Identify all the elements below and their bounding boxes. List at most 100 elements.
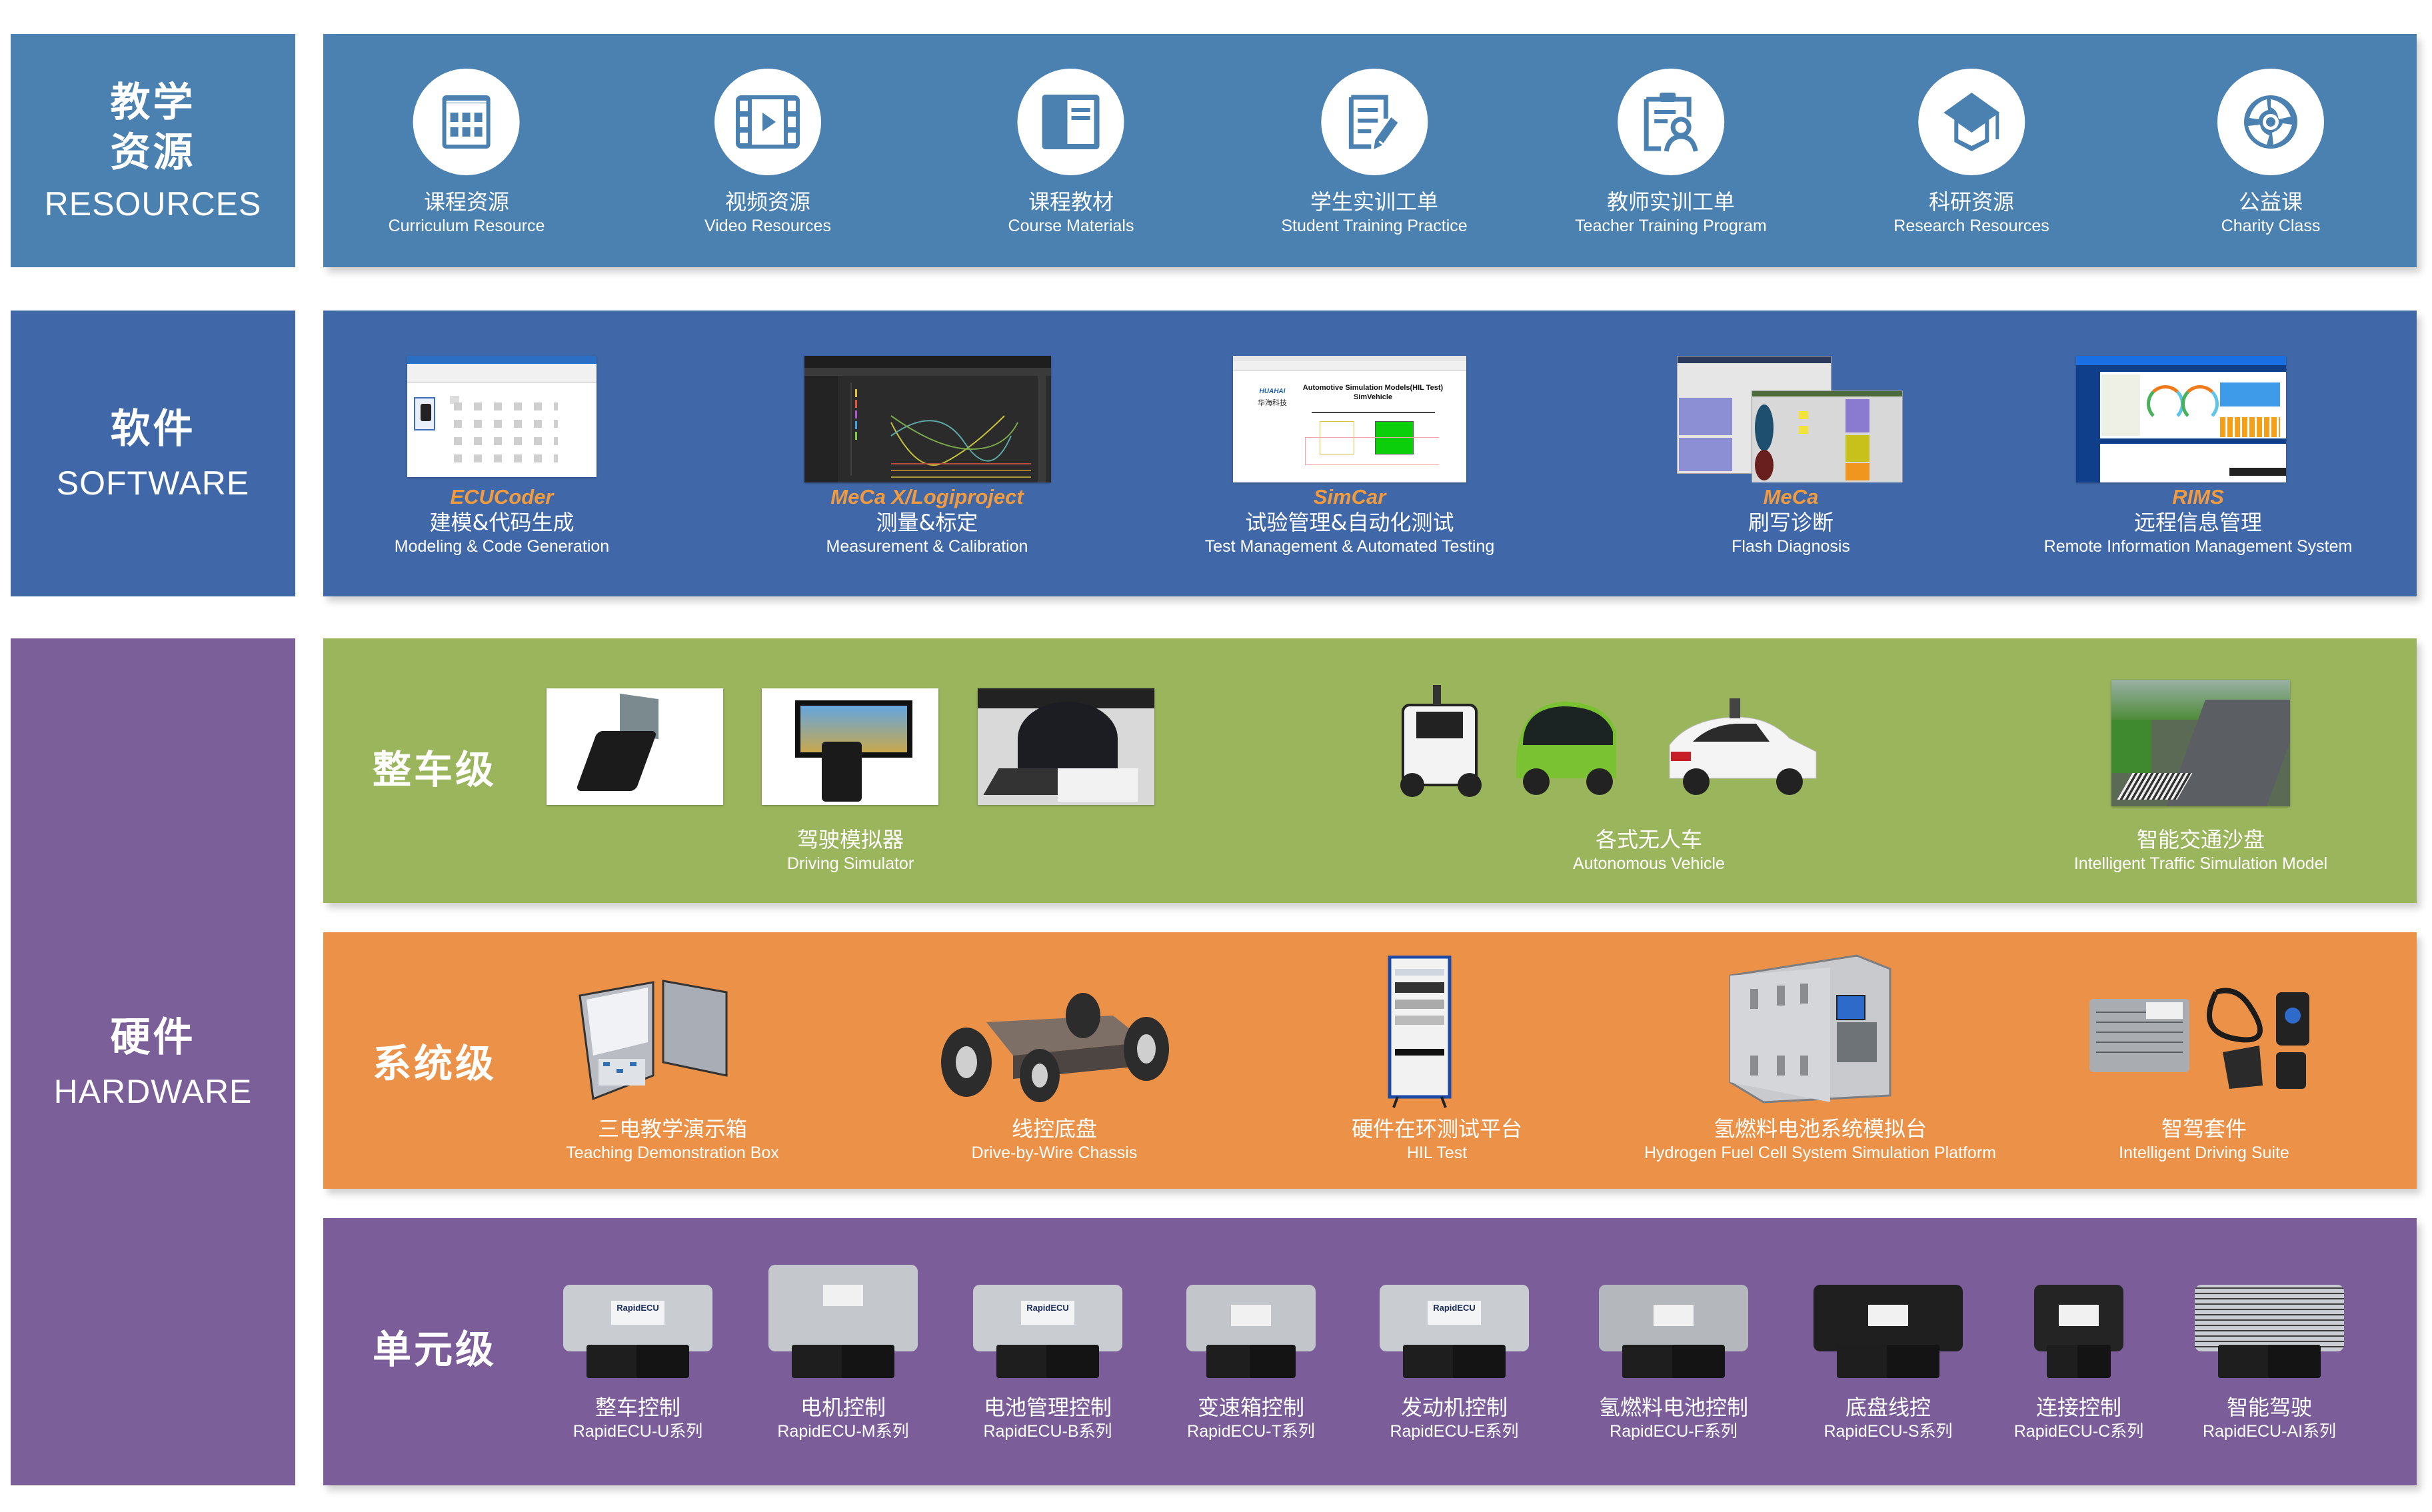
- vehicle-label-zh: 智能交通沙盘: [2136, 827, 2265, 852]
- vehicle-label-en: Intelligent Traffic Simulation Model: [2073, 854, 2328, 873]
- resource-label-en: Charity Class: [2221, 217, 2321, 235]
- resource-label-zh: 教师实训工单: [1606, 189, 1736, 215]
- system-item-hydrogen-fuel-cell[interactable]: 氢燃料电池系统模拟台 Hydrogen Fuel Cell System Sim…: [1644, 1116, 1996, 1163]
- category-resources-zh-line1: 教学: [110, 79, 196, 126]
- category-hardware-zh: 硬件: [110, 1014, 196, 1061]
- software-item-ecucoder[interactable]: ECUCoder 建模&代码生成 Modeling & Code Generat…: [395, 485, 609, 557]
- ecu-connectors: [587, 1345, 689, 1378]
- system-level-panel: 系统级: [323, 932, 2417, 1189]
- ecu-image: [2029, 1285, 2129, 1378]
- vehicle-item-driving-simulator[interactable]: 驾驶模拟器 Driving Simulator: [787, 826, 914, 874]
- simcar-screen-subtitle: SimVehicle: [1353, 393, 1393, 401]
- unit-label-en: RapidECU-AI系列: [2202, 1422, 2337, 1441]
- software-label-zh: 刷写诊断: [1748, 510, 1834, 535]
- resource-label-en: Teacher Training Program: [1575, 217, 1767, 235]
- ecucoder-screenshot: [407, 356, 597, 477]
- ecu-brand-label: RapidECU: [611, 1301, 664, 1325]
- software-label-zh: 建模&代码生成: [429, 510, 575, 535]
- system-label-zh: 三电教学演示箱: [597, 1116, 747, 1141]
- software-panel: HUAHAI 华海科技 Automotive Simulation Models…: [323, 311, 2417, 596]
- vehicle-item-autonomous-vehicle[interactable]: 各式无人车 Autonomous Vehicle: [1573, 826, 1725, 874]
- unit-label-zh: 连接控制: [2035, 1395, 2122, 1420]
- resource-item-course-materials[interactable]: 课程教材 Course Materials: [1008, 69, 1134, 237]
- resource-item-student-training[interactable]: 学生实训工单 Student Training Practice: [1281, 69, 1468, 237]
- driving-simulator-image-2: [762, 688, 938, 805]
- system-item-intelligent-driving-suite[interactable]: 智驾套件 Intelligent Driving Suite: [2119, 1116, 2289, 1163]
- autonomous-cart: [1400, 685, 1482, 797]
- software-brand: ECUCoder: [450, 485, 554, 508]
- unit-label-en: RapidECU-S系列: [1824, 1422, 1953, 1441]
- drive-by-wire-chassis-image: [941, 993, 1169, 1102]
- category-resources: 教学 资源 RESOURCES: [11, 34, 295, 267]
- category-software-zh: 软件: [110, 406, 196, 452]
- resource-item-charity[interactable]: 公益课 Charity Class: [2217, 69, 2324, 237]
- system-level-title: 系统级: [373, 1041, 497, 1086]
- system-label-en: Hydrogen Fuel Cell System Simulation Pla…: [1644, 1143, 1996, 1162]
- ecu-sticker: [1868, 1305, 1908, 1326]
- ecu-image: [1594, 1285, 1754, 1378]
- category-hardware: 硬件 HARDWARE: [11, 638, 295, 1485]
- software-brand: MeCa X/Logiproject: [830, 485, 1024, 508]
- vehicle-label-en: Driving Simulator: [786, 854, 914, 873]
- system-item-drive-by-wire-chassis[interactable]: 线控底盘 Drive-by-Wire Chassis: [972, 1116, 1138, 1163]
- simcar-screen-title: Automotive Simulation Models(HIL Test): [1302, 384, 1444, 392]
- calendar-grid-icon: [442, 95, 491, 149]
- resource-item-video[interactable]: 视频资源 Video Resources: [704, 69, 831, 237]
- software-item-rims[interactable]: RIMS 远程信息管理 Remote Information Managemen…: [2044, 485, 2353, 557]
- resource-item-curriculum[interactable]: 课程资源 Curriculum Resource: [389, 69, 545, 237]
- meca-x-screenshot: [804, 356, 1051, 482]
- system-item-teaching-demo-box[interactable]: 三电教学演示箱 Teaching Demonstration Box: [566, 1116, 779, 1163]
- vehicle-item-traffic-sandbox[interactable]: 智能交通沙盘 Intelligent Traffic Simulation Mo…: [2074, 826, 2327, 874]
- system-label-zh: 智驾套件: [2161, 1116, 2247, 1141]
- ecu-housing: [2195, 1285, 2344, 1351]
- ecu-image: RapidECU: [968, 1285, 1128, 1378]
- unit-label-zh: 发动机控制: [1400, 1395, 1508, 1420]
- ecu-image: [1808, 1285, 1968, 1378]
- resource-label-en: Curriculum Resource: [388, 217, 545, 235]
- unit-label-en: RapidECU-C系列: [2013, 1422, 2144, 1441]
- unit-label-en: RapidECU-M系列: [777, 1422, 909, 1441]
- resource-item-teacher-training[interactable]: 教师实训工单 Teacher Training Program: [1575, 69, 1767, 237]
- ecu-brand-label: RapidECU: [1021, 1301, 1074, 1325]
- ecu-housing: [768, 1265, 918, 1351]
- ecu-connectors: [2218, 1345, 2321, 1378]
- unit-label-zh: 变速箱控制: [1197, 1395, 1305, 1420]
- resource-label-zh: 视频资源: [724, 189, 810, 215]
- ecu-brand-label: RapidECU: [1428, 1301, 1481, 1325]
- software-item-simcar[interactable]: SimCar 试验管理&自动化测试 Test Management & Auto…: [1205, 485, 1495, 557]
- resource-label-en: Course Materials: [1008, 217, 1134, 235]
- software-item-meca-x[interactable]: MeCa X/Logiproject 测量&标定 Measurement & C…: [826, 485, 1028, 557]
- software-item-meca[interactable]: MeCa 刷写诊断 Flash Diagnosis: [1732, 485, 1850, 557]
- category-hardware-en: HARDWARE: [53, 1073, 253, 1110]
- resource-item-research[interactable]: 科研资源 Research Resources: [1893, 69, 2049, 237]
- software-label-zh: 测量&标定: [876, 510, 978, 535]
- software-label-zh: 试验管理&自动化测试: [1245, 510, 1454, 535]
- ecu-connectors: [1206, 1345, 1296, 1378]
- traffic-sandbox-image: [2111, 680, 2290, 806]
- ecu-sticker: [823, 1285, 863, 1306]
- meca-screenshot: [1677, 356, 1923, 482]
- ecu-image: RapidECU: [1374, 1285, 1534, 1378]
- system-item-hil-test[interactable]: 硬件在环测试平台 HIL Test: [1352, 1116, 1522, 1163]
- unit-label-zh: 整车控制: [595, 1395, 681, 1420]
- unit-item[interactable]: 连接控制 RapidECU-C系列: [2014, 1394, 2143, 1442]
- system-label-en: Drive-by-Wire Chassis: [971, 1143, 1138, 1162]
- resource-label-zh: 科研资源: [1928, 189, 2014, 215]
- software-label-zh: 远程信息管理: [2133, 510, 2262, 535]
- system-label-en: Intelligent Driving Suite: [2119, 1143, 2289, 1162]
- ecu-connectors: [2047, 1345, 2111, 1378]
- intelligent-driving-suite-image: [2089, 988, 2309, 1089]
- ecu-image: [1181, 1285, 1321, 1378]
- software-brand: MeCa: [1763, 485, 1819, 508]
- resource-icon-circle: [413, 69, 520, 175]
- resource-label-zh: 公益课: [2238, 189, 2303, 215]
- category-software-en: SOFTWARE: [56, 464, 250, 502]
